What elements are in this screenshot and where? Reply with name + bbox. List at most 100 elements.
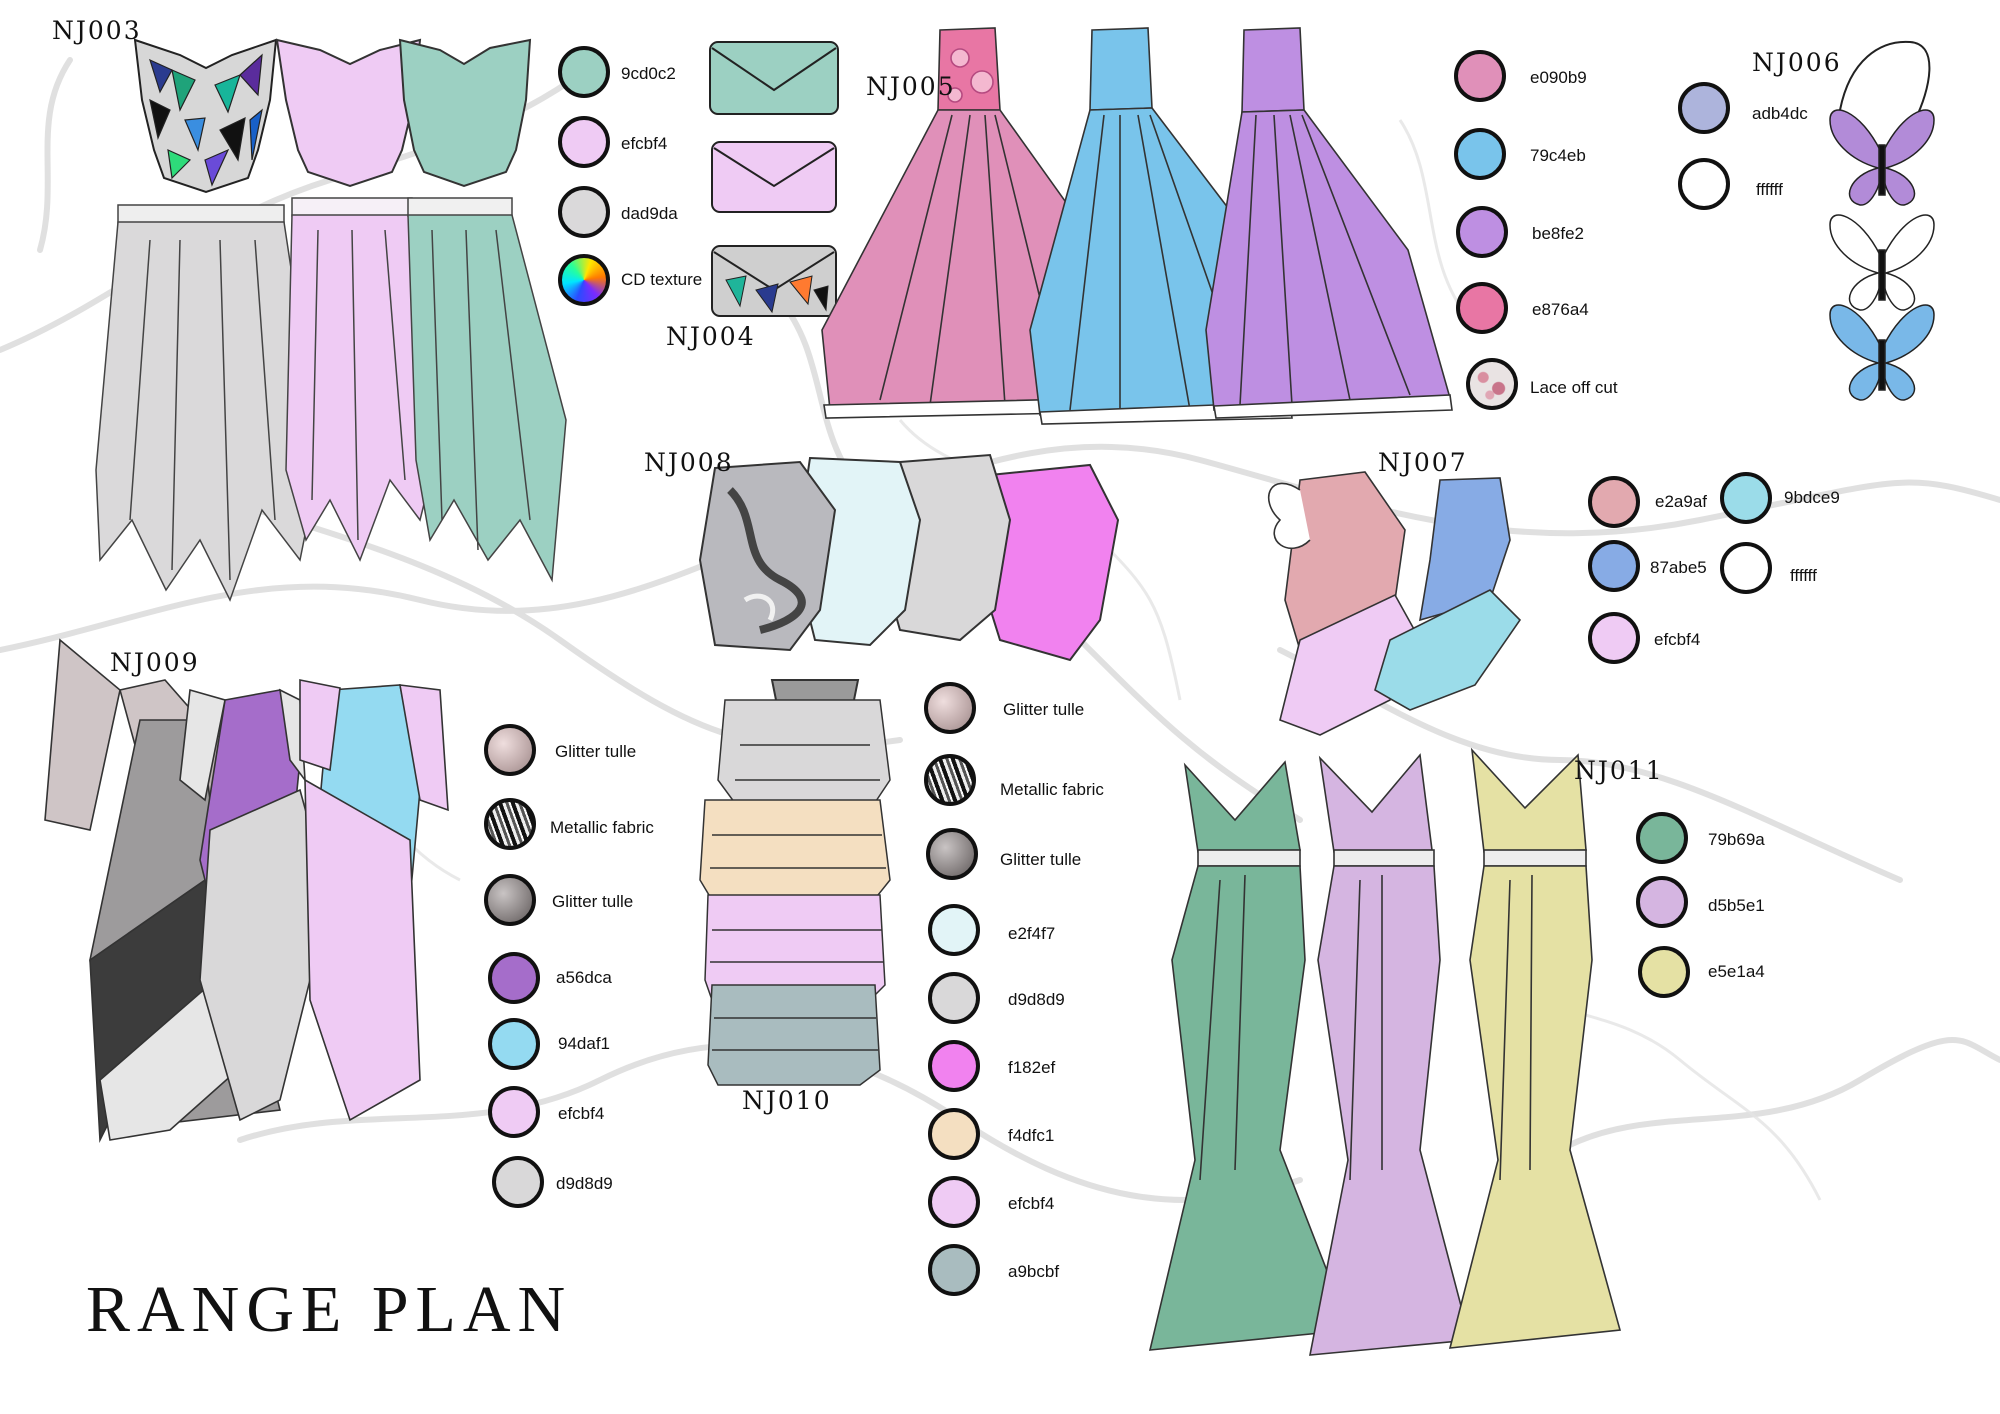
swatch-cd-texture xyxy=(558,254,610,306)
swatch-be8fe2 xyxy=(1456,206,1508,258)
clutch-cd xyxy=(711,245,837,317)
look-label-nj008: NJ008 xyxy=(644,448,734,477)
gown-yellow xyxy=(1448,747,1622,1349)
look-label-nj004: NJ004 xyxy=(666,322,756,351)
swatch-glitter-tulle xyxy=(484,874,536,926)
swatch-label: e2f4f7 xyxy=(1008,924,1056,943)
swatch-9cd0c2 xyxy=(558,46,610,98)
swatch-label: Metallic fabric xyxy=(1000,780,1104,799)
swatch-label: efcbf4 xyxy=(621,134,668,153)
gown-lilac xyxy=(1309,753,1472,1356)
swatch-label: dad9da xyxy=(621,204,678,223)
swatch-a56dca xyxy=(488,952,540,1004)
gown-purple xyxy=(1205,27,1453,419)
clutch-mint xyxy=(709,41,839,115)
swatch-label: 79c4eb xyxy=(1530,146,1586,165)
swatch-metallic-fabric xyxy=(484,798,536,850)
swatch-dad9da xyxy=(558,186,610,238)
swatch-label: 87abe5 xyxy=(1650,558,1707,577)
look-label-nj011: NJ011 xyxy=(1574,756,1664,785)
look-label-nj007: NJ007 xyxy=(1378,448,1468,477)
swatch-label: Glitter tulle xyxy=(552,892,634,911)
swatch-label: f182ef xyxy=(1008,1058,1056,1077)
swatch-label: 9bdce9 xyxy=(1784,488,1840,507)
nj003-corset-mint xyxy=(398,38,532,188)
swatch-f182ef xyxy=(928,1040,980,1092)
swatch-e090b9 xyxy=(1454,50,1506,102)
swatch-label: a9bcbf xyxy=(1008,1262,1060,1281)
swatch-efcbf4 xyxy=(488,1086,540,1138)
swatch-label: 79b69a xyxy=(1708,830,1765,849)
skirt-tier-slate xyxy=(707,984,881,1086)
swatch-label: d9d8d9 xyxy=(1008,990,1065,1009)
swatch-f4dfc1 xyxy=(928,1108,980,1160)
swatch-label: Lace off cut xyxy=(1530,378,1618,397)
page-title: RANGE PLAN xyxy=(86,1273,573,1346)
swatch-label: 94daf1 xyxy=(558,1034,610,1053)
look-label-nj009: NJ009 xyxy=(110,648,200,677)
gown-green xyxy=(1148,760,1352,1351)
swatch-94daf1 xyxy=(488,1018,540,1070)
nj003-skirt-pink xyxy=(285,197,441,562)
swatch-79c4eb xyxy=(1454,128,1506,180)
swatch-label: efcbf4 xyxy=(1654,630,1701,649)
swatch-efcbf4 xyxy=(1588,612,1640,664)
swatch-lace-texture xyxy=(1466,358,1518,410)
swatch-label: ffffff xyxy=(1756,180,1783,199)
dress-pink-ruffle xyxy=(1268,471,1421,736)
butterfly-blue xyxy=(1829,304,1935,401)
nj003-corset-pink xyxy=(275,38,422,188)
swatch-label: Glitter tulle xyxy=(555,742,637,761)
gown-blue-fringe xyxy=(299,679,449,1122)
gown-purple-fringe xyxy=(179,688,331,1122)
top-chrome xyxy=(698,460,837,652)
swatch-87abe5 xyxy=(1588,540,1640,592)
swatch-label: d5b5e1 xyxy=(1708,896,1765,915)
swatch-79b69a xyxy=(1636,812,1688,864)
swatch-e5e1a4 xyxy=(1638,946,1690,998)
swatch-label: be8fe2 xyxy=(1532,224,1584,243)
swatch-e2a9af xyxy=(1588,476,1640,528)
swatch-adb4dc xyxy=(1678,82,1730,134)
swatch-label: ffffff xyxy=(1790,566,1817,585)
nj003-corset-stained-glass xyxy=(133,38,278,194)
swatch-label: e2a9af xyxy=(1655,492,1707,511)
swatch-label: adb4dc xyxy=(1752,104,1808,123)
swatch-label: e090b9 xyxy=(1530,68,1587,87)
swatch-label: Metallic fabric xyxy=(550,818,654,837)
swatch-label: efcbf4 xyxy=(558,1104,605,1123)
swatch-label: efcbf4 xyxy=(1008,1194,1055,1213)
swatch-efcbf4 xyxy=(928,1176,980,1228)
swatch-efcbf4 xyxy=(558,116,610,168)
swatch-label: 9cd0c2 xyxy=(621,64,676,83)
swatch-label: f4dfc1 xyxy=(1008,1126,1055,1145)
swatch-metallic-fabric xyxy=(924,754,976,806)
swatch-ffffff xyxy=(1720,542,1772,594)
swatch-glitter-tulle xyxy=(926,828,978,880)
swatch-glitter-tulle xyxy=(924,682,976,734)
swatch-d9d8d9 xyxy=(492,1156,544,1208)
butterfly-purple xyxy=(1829,109,1935,206)
swatch-e2f4f7 xyxy=(928,904,980,956)
swatch-d9d8d9 xyxy=(928,972,980,1024)
look-label-nj006: NJ006 xyxy=(1752,48,1842,77)
swatch-label: e5e1a4 xyxy=(1708,962,1765,981)
swatch-d5b5e1 xyxy=(1636,876,1688,928)
clutch-pink xyxy=(711,141,837,213)
swatch-glitter-tulle xyxy=(484,724,536,776)
swatch-label: e876a4 xyxy=(1532,300,1589,319)
swatch-label: Glitter tulle xyxy=(1000,850,1082,869)
look-label-nj003: NJ003 xyxy=(52,16,142,45)
swatch-e876a4 xyxy=(1456,282,1508,334)
swatch-9bdce9 xyxy=(1720,472,1772,524)
